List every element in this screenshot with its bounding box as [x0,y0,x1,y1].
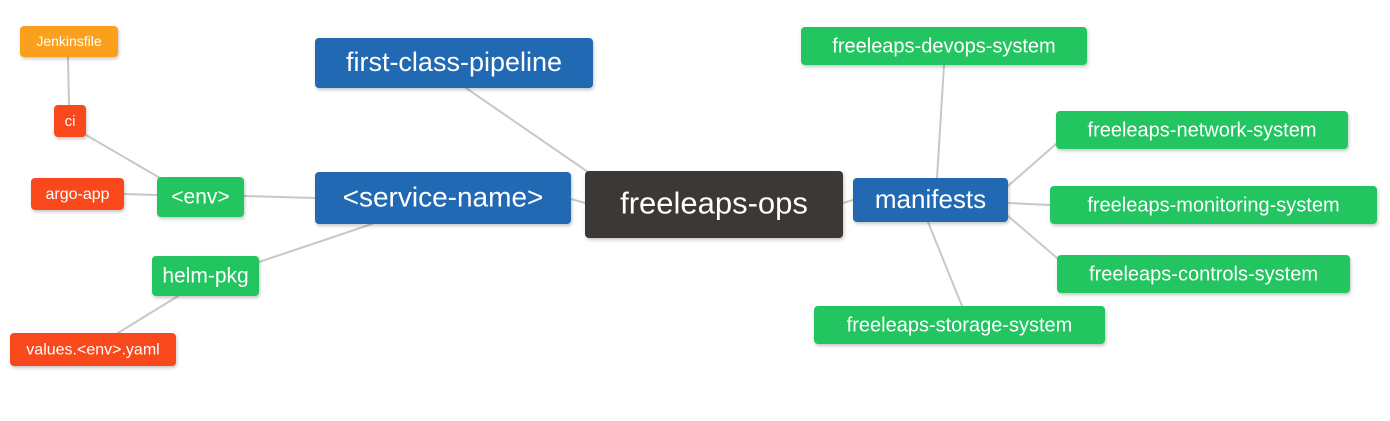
node-first-class-pipeline[interactable]: first-class-pipeline [315,38,593,88]
edge-pipeline-ops [465,87,589,173]
node-label-helm-pkg: helm-pkg [162,265,248,288]
edge-helm-service [258,223,373,263]
node-label-argo-app: argo-app [45,186,109,203]
node-freeleaps-network-system[interactable]: freeleaps-network-system [1056,111,1348,149]
node-argo-app[interactable]: argo-app [31,178,124,210]
node-env[interactable]: <env> [157,177,244,217]
nodes-layer: freeleaps-ops <service-name> first-class-p… [10,26,1377,366]
node-label-freeleaps-ops: freeleaps-ops [620,186,808,221]
node-box-manifests[interactable] [853,178,1008,222]
node-label-first-class-pipeline: first-class-pipeline [346,47,562,77]
node-service-name[interactable]: <service-name> [315,172,571,224]
node-box-values-yaml[interactable] [10,333,176,366]
edge-manifests-controls [1007,215,1058,259]
node-label-freeleaps-network-system: freeleaps-network-system [1088,119,1317,141]
node-label-freeleaps-devops-system: freeleaps-devops-system [832,35,1055,57]
node-box-freeleaps-controls-system[interactable] [1057,255,1350,293]
node-box-first-class-pipeline[interactable] [315,38,593,88]
edge-ci-env [85,134,161,179]
node-box-freeleaps-devops-system[interactable] [801,27,1087,65]
edge-manifests-devops [936,64,945,179]
edge-values-helm [117,295,179,334]
node-freeleaps-controls-system[interactable]: freeleaps-controls-system [1057,255,1350,293]
node-manifests[interactable]: manifests [853,178,1008,222]
edge-manifests-network [1007,143,1057,187]
node-freeleaps-monitoring-system[interactable]: freeleaps-monitoring-system [1050,186,1377,224]
node-box-freeleaps-ops[interactable] [585,171,843,238]
node-label-jenkinsfile: Jenkinsfile [36,33,102,49]
node-ci[interactable]: ci [54,105,86,137]
node-box-freeleaps-network-system[interactable] [1056,111,1348,149]
node-box-jenkinsfile[interactable] [20,26,118,57]
node-label-service-name: <service-name> [343,181,544,212]
node-label-ci: ci [65,113,76,130]
node-label-freeleaps-controls-system: freeleaps-controls-system [1089,263,1318,285]
node-box-freeleaps-monitoring-system[interactable] [1050,186,1377,224]
node-label-freeleaps-storage-system: freeleaps-storage-system [847,314,1073,336]
node-label-manifests: manifests [875,184,986,214]
node-label-freeleaps-monitoring-system: freeleaps-monitoring-system [1087,194,1339,216]
node-box-service-name[interactable] [315,172,571,224]
node-helm-pkg[interactable]: helm-pkg [152,256,259,296]
edge-manifests-storage [927,221,963,307]
node-box-ci[interactable] [54,105,86,137]
edge-env-service [243,195,316,199]
node-box-helm-pkg[interactable] [152,256,259,296]
edge-argo-env [123,193,158,196]
node-freeleaps-devops-system[interactable]: freeleaps-devops-system [801,27,1087,65]
edge-manifests-monitor [1007,202,1051,206]
node-jenkinsfile[interactable]: Jenkinsfile [20,26,118,57]
node-label-values-yaml: values.<env>.yaml [26,342,159,359]
edges-layer [67,56,1058,334]
node-box-env[interactable] [157,177,244,217]
node-freeleaps-storage-system[interactable]: freeleaps-storage-system [814,306,1105,344]
node-values-yaml[interactable]: values.<env>.yaml [10,333,176,366]
edge-service-ops [570,198,586,204]
edge-jenkins-ci [67,56,70,106]
node-box-argo-app[interactable] [31,178,124,210]
node-label-env: <env> [171,186,229,209]
edge-ops-manifests [842,199,854,204]
node-box-freeleaps-storage-system[interactable] [814,306,1105,344]
node-freeleaps-ops[interactable]: freeleaps-ops [585,171,843,238]
